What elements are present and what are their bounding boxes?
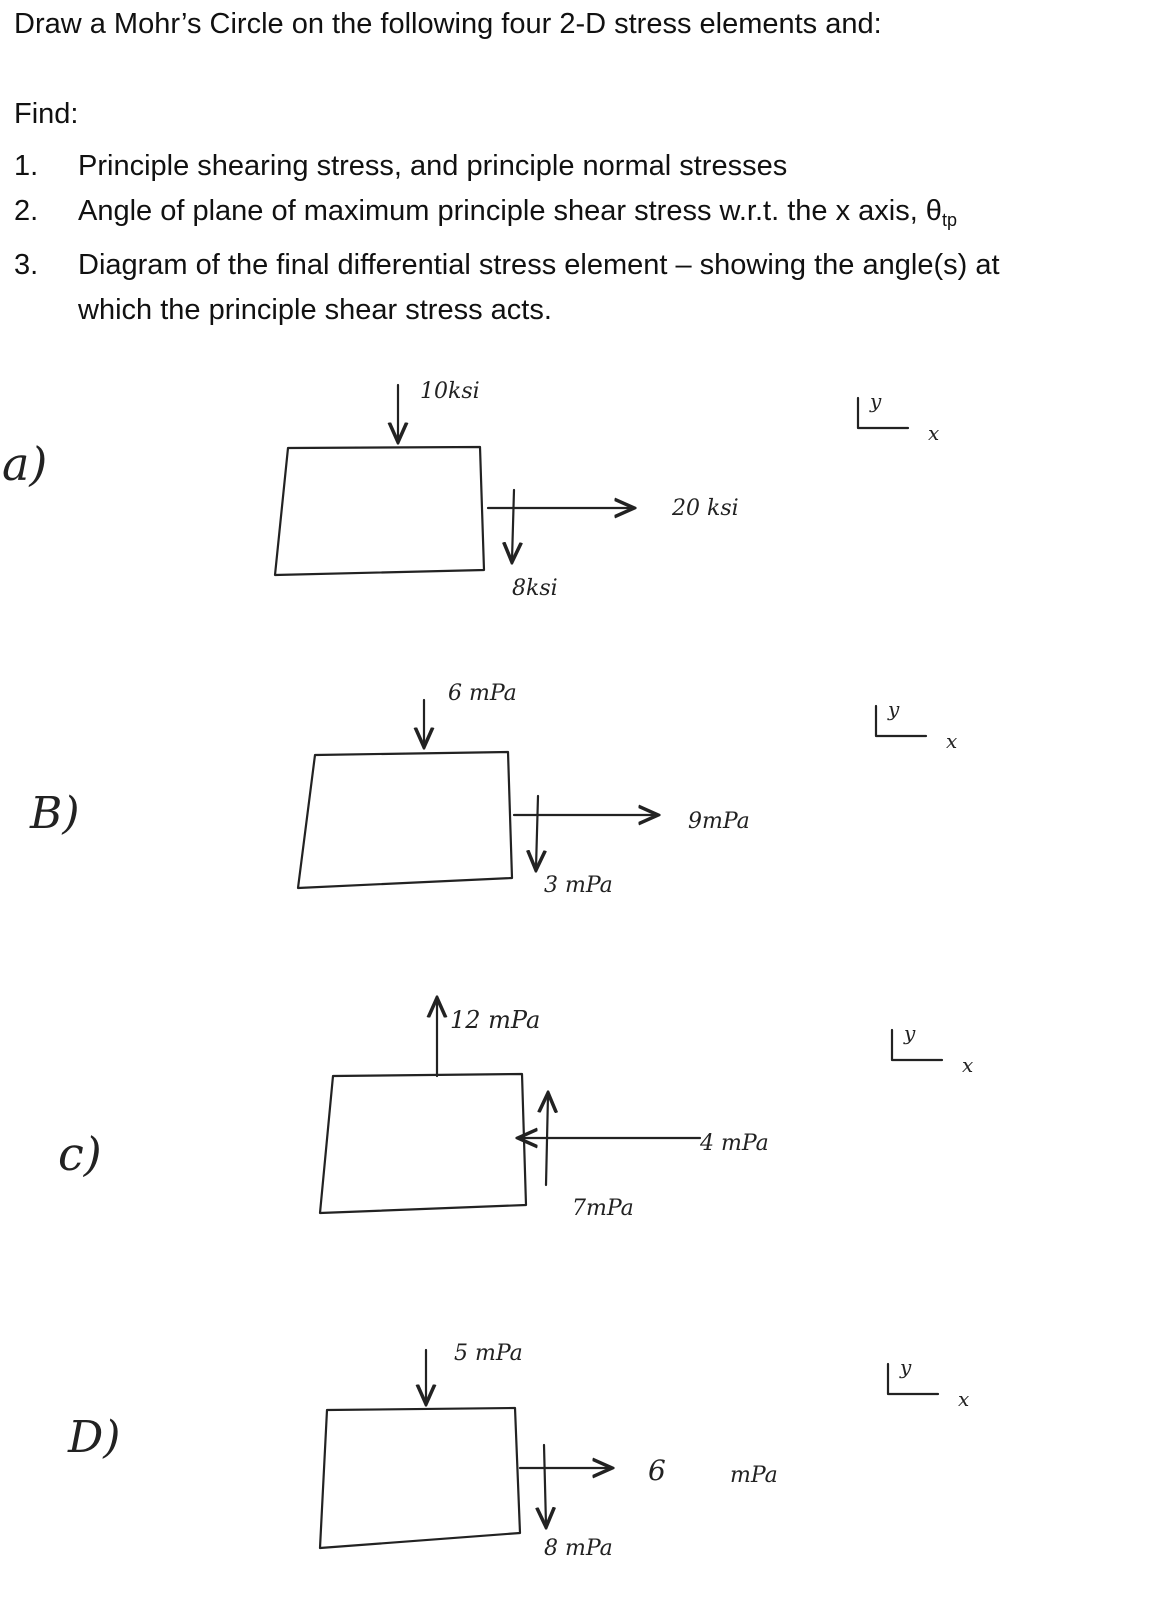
shear-stress-arrow — [536, 794, 538, 868]
y-axis-label: y — [887, 697, 900, 721]
task-item-3: 3. Diagram of the final differential str… — [14, 243, 1154, 333]
task-text: Principle shearing stress, and principle… — [78, 150, 788, 182]
theta-subscript: tp — [941, 210, 957, 230]
task-number: 1. — [14, 150, 39, 182]
coordinate-axes-icon: y x — [856, 389, 939, 445]
x-axis-label: x — [962, 1053, 973, 1077]
top-stress-label: 5 mPa — [454, 1341, 523, 1366]
stress-element-box — [273, 445, 486, 577]
top-stress-label: 10ksi — [420, 379, 480, 404]
y-axis-label: y — [903, 1021, 916, 1045]
find-label: Find: — [14, 98, 79, 130]
task-item-2: 2. Angle of plane of maximum principle s… — [14, 189, 1154, 243]
coordinate-axes-icon: y x — [886, 1355, 969, 1411]
task-text: Diagram of the final differential stress… — [78, 249, 1000, 326]
shear-stress-arrow — [512, 488, 514, 560]
task-list: 1. Principle shearing stress, and princi… — [14, 144, 1154, 333]
shear-stress-label: 8 mPa — [544, 1536, 613, 1561]
x-axis-label: x — [958, 1387, 969, 1411]
problem-title: Draw a Mohr’s Circle on the following fo… — [14, 8, 882, 40]
y-axis-label: y — [869, 389, 882, 413]
problem-d: D) 5 mPa 6 mPa 8 mPa y x — [67, 1341, 969, 1561]
problem-label: a) — [2, 437, 47, 491]
problem-b: B) 6 mPa 9mPa 3 mPa y x — [29, 681, 957, 898]
task-number: 2. — [14, 195, 39, 227]
shear-stress-label: 8ksi — [512, 576, 558, 601]
shear-stress-arrow — [544, 1443, 546, 1525]
problem-a: a) 10ksi 20 ksi 8ksi y x — [2, 379, 939, 601]
stress-element-box — [296, 750, 514, 890]
task-text-wrap: Angle of plane of maximum principle shea… — [78, 189, 1154, 243]
problem-label: B) — [29, 788, 80, 839]
y-axis-label: y — [899, 1355, 912, 1379]
right-stress-label: 20 ksi — [671, 496, 739, 521]
problem-label: D) — [67, 1412, 120, 1463]
x-axis-label: x — [946, 729, 957, 753]
shear-stress-label: 7mPa — [572, 1196, 634, 1221]
stress-element-box — [318, 1406, 522, 1550]
task-item-1: 1. Principle shearing stress, and princi… — [14, 144, 1154, 189]
task-text: Angle of plane of maximum principle shea… — [78, 195, 942, 227]
shear-stress-arrow — [546, 1095, 548, 1187]
problem-c: c) 12 mPa 4 mPa 7mPa y x — [58, 1000, 973, 1221]
shear-stress-label: 3 mPa — [544, 873, 613, 898]
right-stress-label: 4 mPa — [699, 1131, 769, 1156]
top-stress-label: 6 mPa — [448, 681, 517, 706]
top-stress-label: 12 mPa — [450, 1006, 540, 1034]
coordinate-axes-icon: y x — [890, 1021, 973, 1077]
right-stress-label: 9mPa — [688, 809, 750, 834]
right-stress-unit: mPa — [730, 1463, 778, 1488]
problem-label: c) — [58, 1127, 102, 1181]
stress-element-box — [318, 1072, 528, 1215]
right-stress-label: 6 — [648, 1454, 666, 1487]
x-axis-label: x — [928, 421, 939, 445]
task-number: 3. — [14, 249, 39, 281]
coordinate-axes-icon: y x — [874, 697, 957, 753]
